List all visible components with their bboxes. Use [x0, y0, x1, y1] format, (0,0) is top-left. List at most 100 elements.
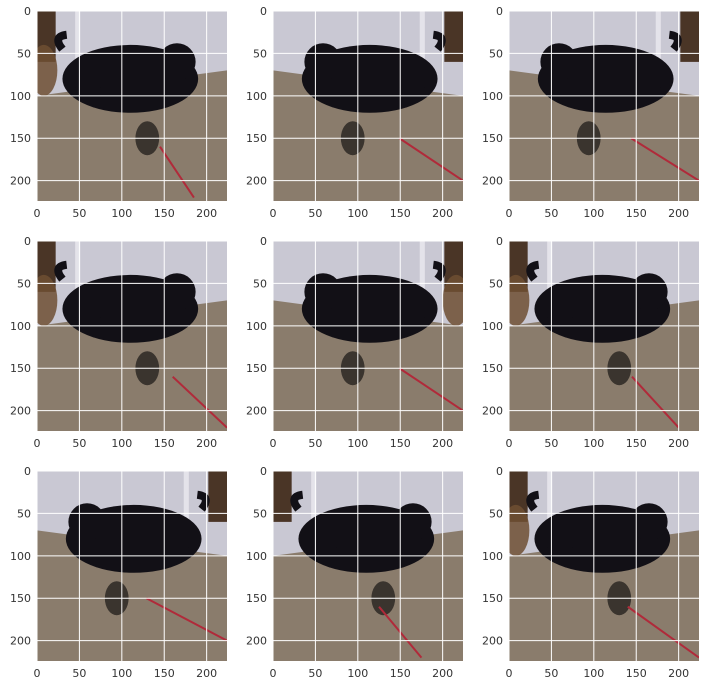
- red-string: [172, 375, 227, 429]
- door-frame: [75, 11, 81, 62]
- side-floor: [273, 471, 292, 522]
- door-frame: [183, 471, 189, 522]
- x-tick-label: 100: [111, 207, 132, 220]
- cat-head: [304, 43, 342, 81]
- y-tick-label: 100: [482, 320, 503, 333]
- y-tick-label: 0: [260, 5, 267, 18]
- x-tick-label: 50: [308, 667, 322, 680]
- cat-paw: [75, 317, 101, 326]
- cat-paw: [75, 87, 101, 96]
- cat-tail: [432, 260, 446, 282]
- cat-photo: [273, 241, 463, 431]
- x-tick-label: 50: [72, 667, 86, 680]
- red-string: [627, 605, 699, 659]
- cat-head: [630, 503, 668, 541]
- y-tick-label: 200: [246, 635, 267, 648]
- y-tick-label: 200: [10, 635, 31, 648]
- y-tick-label: 150: [482, 362, 503, 375]
- x-tick-label: 0: [270, 667, 277, 680]
- x-tick-label: 50: [308, 437, 322, 450]
- cat-tail: [526, 490, 540, 512]
- cat-tail: [54, 260, 68, 282]
- cat-head: [68, 503, 106, 541]
- y-tick-label: 50: [253, 47, 267, 60]
- x-tick-label: 0: [506, 207, 513, 220]
- x-tick-label: 100: [111, 437, 132, 450]
- x-tick-label: 150: [390, 207, 411, 220]
- y-tick-label: 0: [496, 235, 503, 248]
- side-floor: [680, 11, 699, 62]
- y-tick-label: 50: [489, 47, 503, 60]
- cat-paw: [635, 87, 661, 96]
- x-tick-label: 0: [270, 207, 277, 220]
- red-string: [398, 367, 463, 412]
- cat-photo: [509, 11, 699, 201]
- cat-paw: [547, 317, 573, 326]
- x-tick-label: 50: [544, 437, 558, 450]
- x-tick-label: 100: [347, 667, 368, 680]
- x-tick-label: 0: [34, 437, 41, 450]
- red-string: [159, 146, 195, 199]
- y-tick-label: 150: [10, 592, 31, 605]
- y-tick-label: 200: [10, 175, 31, 188]
- cat-head: [158, 273, 196, 311]
- y-tick-label: 100: [10, 320, 31, 333]
- wicker-basket: [37, 44, 58, 96]
- y-tick-label: 150: [10, 132, 31, 145]
- x-tick-label: 150: [626, 437, 647, 450]
- y-tick-label: 50: [489, 277, 503, 290]
- wicker-basket: [442, 274, 463, 326]
- y-tick-label: 0: [24, 5, 31, 18]
- x-tick-label: 0: [506, 667, 513, 680]
- x-tick-label: 150: [626, 667, 647, 680]
- wicker-basket: [509, 274, 530, 326]
- red-string: [630, 137, 699, 182]
- x-tick-label: 0: [34, 207, 41, 220]
- y-tick-label: 50: [489, 507, 503, 520]
- cat-paw: [547, 547, 573, 556]
- y-tick-label: 200: [10, 405, 31, 418]
- y-tick-label: 100: [246, 90, 267, 103]
- y-tick-label: 50: [17, 47, 31, 60]
- y-tick-label: 100: [246, 320, 267, 333]
- cat-paw: [399, 317, 425, 326]
- y-tick-label: 0: [260, 465, 267, 478]
- cat-paw: [163, 547, 189, 556]
- cat-photo: [273, 471, 463, 661]
- x-tick-label: 100: [347, 437, 368, 450]
- x-tick-label: 0: [34, 667, 41, 680]
- y-tick-label: 200: [482, 635, 503, 648]
- y-tick-label: 100: [482, 550, 503, 563]
- x-tick-label: 150: [390, 667, 411, 680]
- door-frame: [655, 11, 661, 62]
- cat-tail: [54, 30, 68, 52]
- x-tick-label: 100: [583, 667, 604, 680]
- cat-tail: [668, 30, 682, 52]
- y-tick-label: 100: [246, 550, 267, 563]
- cat-head: [394, 503, 432, 541]
- x-tick-label: 200: [432, 207, 453, 220]
- y-tick-label: 150: [482, 132, 503, 145]
- y-tick-label: 0: [496, 465, 503, 478]
- x-tick-label: 50: [544, 667, 558, 680]
- cat-photo: [509, 471, 699, 661]
- cat-paw: [311, 547, 337, 556]
- y-tick-label: 50: [17, 277, 31, 290]
- y-tick-label: 0: [496, 5, 503, 18]
- door-frame: [311, 471, 317, 522]
- x-tick-label: 150: [154, 437, 175, 450]
- x-tick-label: 200: [668, 207, 689, 220]
- y-tick-label: 150: [246, 362, 267, 375]
- cat-head: [304, 273, 342, 311]
- y-tick-label: 0: [260, 235, 267, 248]
- side-floor: [444, 11, 463, 62]
- x-tick-label: 0: [506, 437, 513, 450]
- cat-head: [158, 43, 196, 81]
